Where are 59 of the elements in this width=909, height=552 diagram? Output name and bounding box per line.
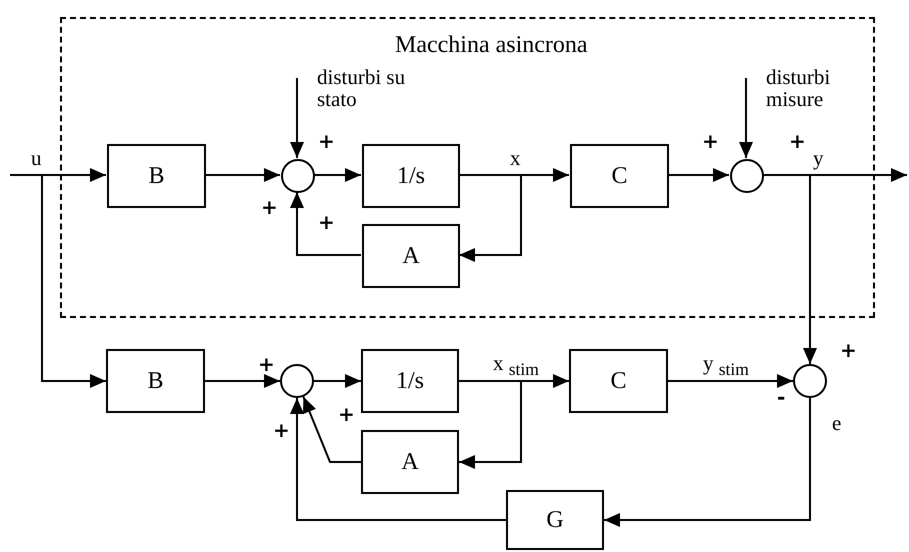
sign-mark: +	[318, 131, 335, 151]
transfer-block	[506, 490, 604, 550]
signal-label: disturbi su stato	[317, 66, 406, 110]
signal-arrow	[459, 380, 522, 469]
signal-arrow	[41, 175, 106, 388]
sign-mark: +	[338, 404, 355, 424]
signal-label: u	[31, 147, 42, 170]
sign-mark: +	[702, 131, 719, 151]
signal-arrow	[10, 168, 106, 182]
block-label: A	[401, 450, 419, 474]
signal-label: y	[813, 147, 824, 170]
signal-arrow	[668, 168, 729, 182]
transfer-block	[361, 349, 459, 413]
sign-mark: +	[318, 212, 335, 232]
group-title: Macchina asincrona	[395, 33, 588, 57]
block-label: G	[546, 508, 564, 532]
signal-arrow	[739, 78, 753, 158]
block-label: B	[147, 369, 164, 393]
block-label: 1/s	[396, 164, 425, 188]
block-label: 1/s	[396, 369, 424, 393]
summing-junction	[281, 159, 315, 193]
sign-mark: +	[258, 354, 275, 374]
sign-mark: -	[777, 387, 786, 407]
dashed-boundary	[60, 17, 875, 318]
sign-mark: +	[273, 420, 290, 440]
summing-junction	[280, 364, 314, 398]
signal-arrow	[302, 396, 361, 463]
transfer-block	[106, 349, 205, 413]
signal-arrow	[290, 192, 361, 256]
signal-arrow	[314, 374, 361, 388]
signal-arrow	[604, 398, 811, 527]
sign-mark: +	[261, 197, 278, 217]
sign-mark: +	[840, 340, 857, 360]
block-label: C	[611, 164, 628, 188]
transfer-block	[361, 430, 459, 494]
transfer-block	[107, 144, 206, 208]
block-label: A	[402, 244, 420, 268]
signal-arrow	[763, 174, 817, 364]
block-label: C	[610, 369, 626, 393]
block-label: B	[148, 164, 164, 188]
signal-label: y $_{stim}$	[703, 352, 749, 379]
signal-label: e	[832, 412, 842, 434]
signal-label: x	[510, 147, 520, 170]
signal-arrow	[290, 78, 304, 158]
sign-mark: +	[789, 131, 806, 151]
transfer-block	[362, 144, 460, 208]
signal-label: disturbi misure	[766, 66, 832, 110]
summing-junction	[730, 159, 764, 193]
transfer-block	[569, 349, 668, 413]
transfer-block	[570, 144, 669, 208]
signal-arrow	[290, 398, 506, 521]
signal-arrow	[205, 168, 280, 182]
signal-arrow	[459, 174, 522, 262]
transfer-block	[362, 224, 460, 288]
signal-arrow	[668, 374, 793, 388]
signal-arrow	[205, 374, 280, 388]
signal-arrow	[314, 168, 361, 182]
summing-junction	[793, 364, 827, 398]
signal-label: x $_{stim}$	[493, 352, 539, 379]
